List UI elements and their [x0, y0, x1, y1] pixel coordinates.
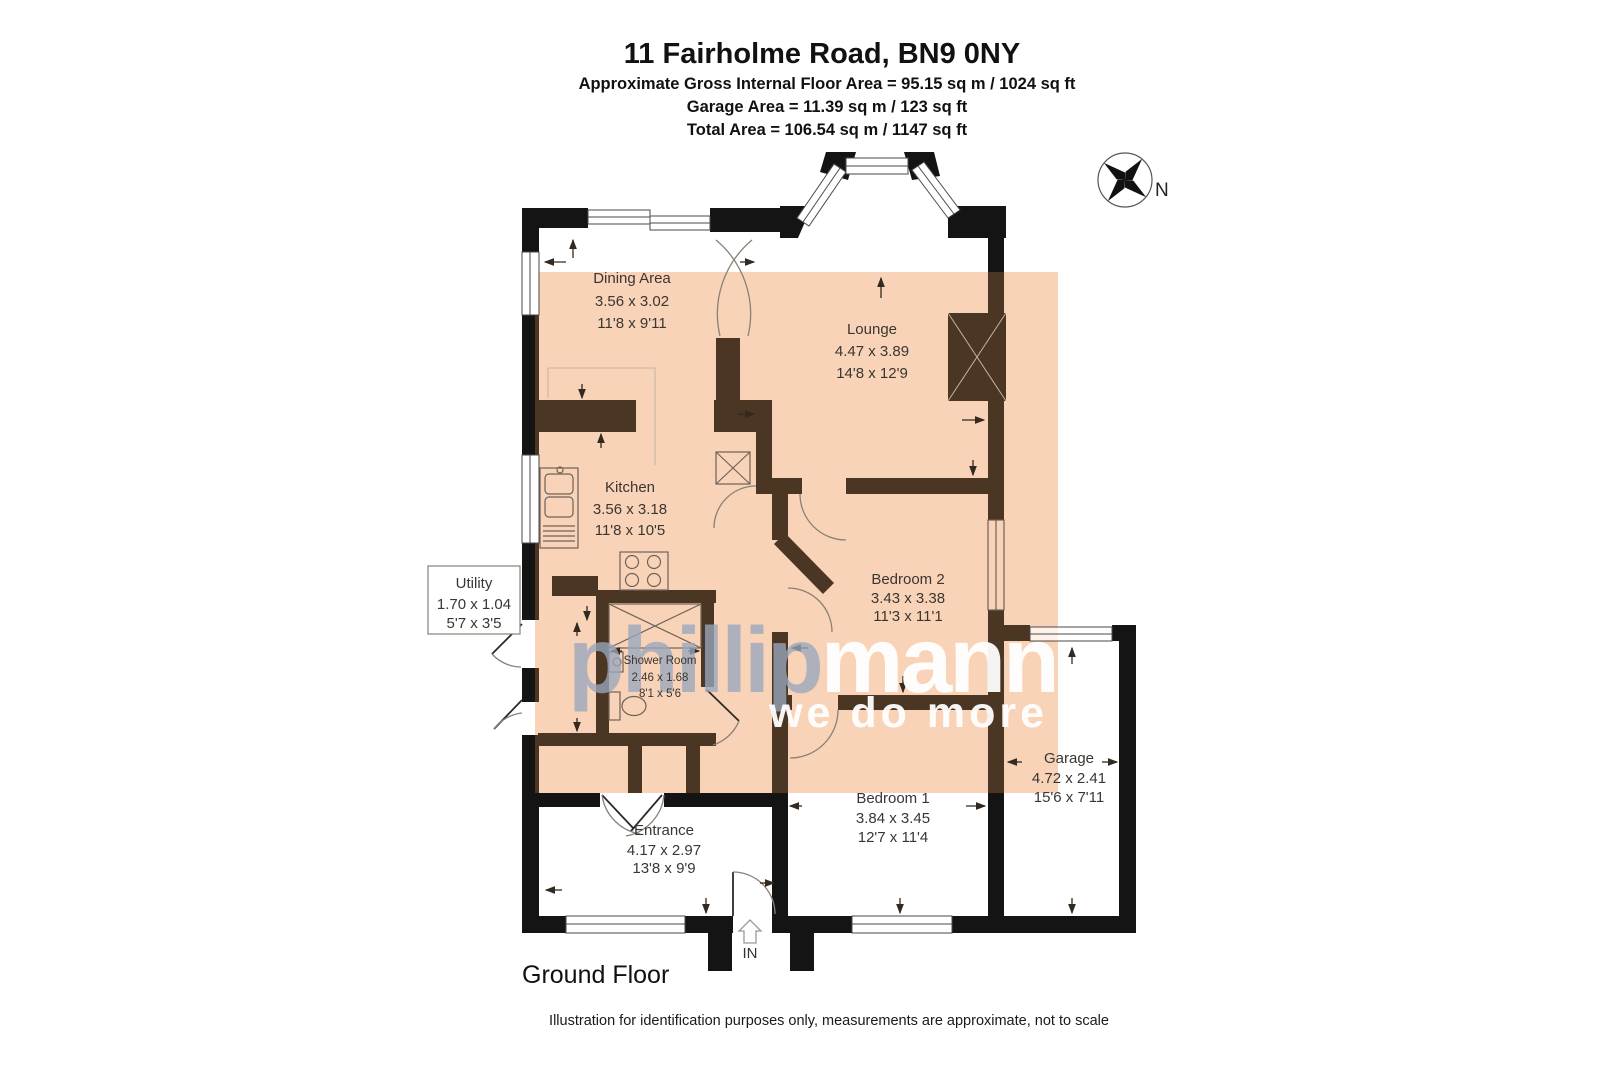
- window-dining-left: [521, 251, 540, 316]
- window-entrance-bottom: [565, 915, 686, 934]
- toilet: [608, 691, 647, 721]
- svg-text:1.70 x 1.04: 1.70 x 1.04: [437, 596, 511, 613]
- svg-text:Garage: Garage: [1044, 750, 1094, 767]
- svg-text:Entrance: Entrance: [634, 822, 694, 839]
- svg-text:Lounge: Lounge: [847, 321, 897, 338]
- room-label-dining: Dining Area 3.56 x 3.02 11'8 x 9'11: [593, 270, 671, 332]
- room-label-bedroom1: Bedroom 1 3.84 x 3.45 12'7 x 11'4: [856, 790, 930, 846]
- room-labels: Dining Area 3.56 x 3.02 11'8 x 9'11 Loun…: [427, 270, 1106, 877]
- fixtures-layer: [539, 312, 1007, 721]
- svg-text:11'8 x 9'11: 11'8 x 9'11: [597, 315, 666, 332]
- svg-text:15'6 x 7'11: 15'6 x 7'11: [1034, 789, 1105, 806]
- kitchen-hob: [619, 551, 669, 591]
- svg-text:3.84 x 3.45: 3.84 x 3.45: [856, 810, 930, 827]
- in-arrow-icon: [737, 919, 763, 944]
- bay-window-left: [796, 163, 847, 227]
- svg-text:Kitchen: Kitchen: [605, 479, 655, 496]
- door-arc-dining-lounge-b: [716, 239, 753, 337]
- bay-window-right: [911, 161, 961, 219]
- svg-text:3.43 x 3.38: 3.43 x 3.38: [871, 590, 945, 607]
- room-label-shower: Shower Room 2.46 x 1.68 8'1 x 5'6: [624, 655, 697, 700]
- in-label: IN: [743, 945, 758, 962]
- footer: Ground Floor Illustration for identifica…: [522, 961, 1109, 1029]
- door-arc-dining-lounge-a: [715, 239, 752, 337]
- window-dining-top-2: [649, 215, 711, 231]
- room-label-garage: Garage 4.72 x 2.41 15'6 x 7'11: [1032, 750, 1106, 806]
- window-garage-top: [1029, 626, 1113, 642]
- entrance-door-leaf-a: [601, 794, 635, 830]
- svg-text:4.72 x 2.41: 4.72 x 2.41: [1032, 770, 1106, 787]
- larder-cupboard: [715, 451, 751, 485]
- shower-door-leaf: [706, 689, 740, 722]
- door-arc-bed2: [787, 587, 833, 633]
- area-line-1: Approximate Gross Internal Floor Area = …: [579, 75, 1076, 93]
- watermark-part1: phillip: [568, 608, 821, 712]
- entry-marker: IN: [737, 919, 763, 962]
- door-arc-bed1: [789, 709, 839, 759]
- compass-star-icon: [1103, 158, 1147, 202]
- room-label-entrance: Entrance 4.17 x 2.97 13'8 x 9'9: [627, 822, 701, 877]
- counter-lines: [547, 367, 656, 465]
- svg-text:Dining Area: Dining Area: [593, 270, 671, 287]
- svg-text:phillipmann: phillipmann: [568, 608, 1057, 712]
- watermark-part2: mann: [821, 608, 1057, 712]
- svg-text:13'8 x 9'9: 13'8 x 9'9: [632, 860, 695, 877]
- svg-text:3.56 x 3.18: 3.56 x 3.18: [593, 501, 667, 518]
- svg-text:3.56 x 3.02: 3.56 x 3.02: [595, 293, 669, 310]
- floor-label: Ground Floor: [522, 961, 669, 989]
- entrance-door-leaf-b: [630, 794, 663, 832]
- front-door-arc: [732, 871, 776, 915]
- window-bedroom2-right: [987, 519, 1005, 611]
- svg-text:2.46 x 1.68: 2.46 x 1.68: [632, 672, 689, 684]
- utility-label-box: [427, 565, 521, 635]
- svg-text:Utility: Utility: [456, 575, 493, 592]
- compass-north-label: N: [1155, 180, 1169, 201]
- room-label-kitchen: Kitchen 3.56 x 3.18 11'8 x 10'5: [593, 479, 667, 539]
- svg-text:12'7 x 11'4: 12'7 x 11'4: [858, 829, 929, 846]
- area-line-2: Garage Area = 11.39 sq m / 123 sq ft: [687, 98, 968, 116]
- svg-text:11'3 x 11'1: 11'3 x 11'1: [873, 608, 942, 625]
- svg-text:4.17 x 2.97: 4.17 x 2.97: [627, 842, 701, 859]
- compass-circle: [1097, 152, 1153, 208]
- room-label-lounge: Lounge 4.47 x 3.89 14'8 x 12'9: [835, 321, 909, 382]
- shower-tray: [608, 603, 702, 649]
- watermark: phillipmann we do more: [568, 608, 1060, 737]
- area-line-3: Total Area = 106.54 sq m / 1147 sq ft: [687, 121, 968, 139]
- windows-layer: [521, 157, 1113, 934]
- bay-window-top: [845, 157, 909, 175]
- window-dining-top-1: [587, 209, 651, 225]
- door-arc-lounge-bed2: [799, 493, 847, 541]
- window-bedroom1-bottom: [851, 915, 953, 934]
- svg-text:4.47 x 3.89: 4.47 x 3.89: [835, 343, 909, 360]
- window-kitchen-left: [521, 454, 540, 544]
- header: 11 Fairholme Road, BN9 0NY Approximate G…: [579, 38, 1076, 139]
- svg-text:11'8 x 10'5: 11'8 x 10'5: [595, 522, 666, 539]
- dimensions-layer: [543, 238, 1119, 915]
- svg-text:5'7 x 3'5: 5'7 x 3'5: [447, 615, 502, 632]
- room-label-bedroom2: Bedroom 2 3.43 x 3.38 11'3 x 11'1: [871, 571, 945, 625]
- page-title: 11 Fairholme Road, BN9 0NY: [624, 38, 1020, 70]
- svg-text:8'1 x 5'6: 8'1 x 5'6: [639, 688, 681, 700]
- svg-text:Shower Room: Shower Room: [624, 655, 697, 667]
- watermark-tagline: we do more: [768, 689, 1048, 737]
- room-label-utility: Utility 1.70 x 1.04 5'7 x 3'5: [427, 565, 521, 635]
- svg-text:Bedroom 2: Bedroom 2: [871, 571, 944, 588]
- kitchen-sink: [539, 466, 579, 549]
- door-arc-kitchen-hall: [713, 485, 757, 529]
- svg-text:Bedroom 1: Bedroom 1: [856, 790, 929, 807]
- chimney-hatch: [947, 312, 1007, 402]
- disclaimer: Illustration for identification purposes…: [549, 1013, 1109, 1029]
- svg-text:14'8 x 12'9: 14'8 x 12'9: [836, 365, 908, 382]
- compass: N: [1097, 152, 1169, 208]
